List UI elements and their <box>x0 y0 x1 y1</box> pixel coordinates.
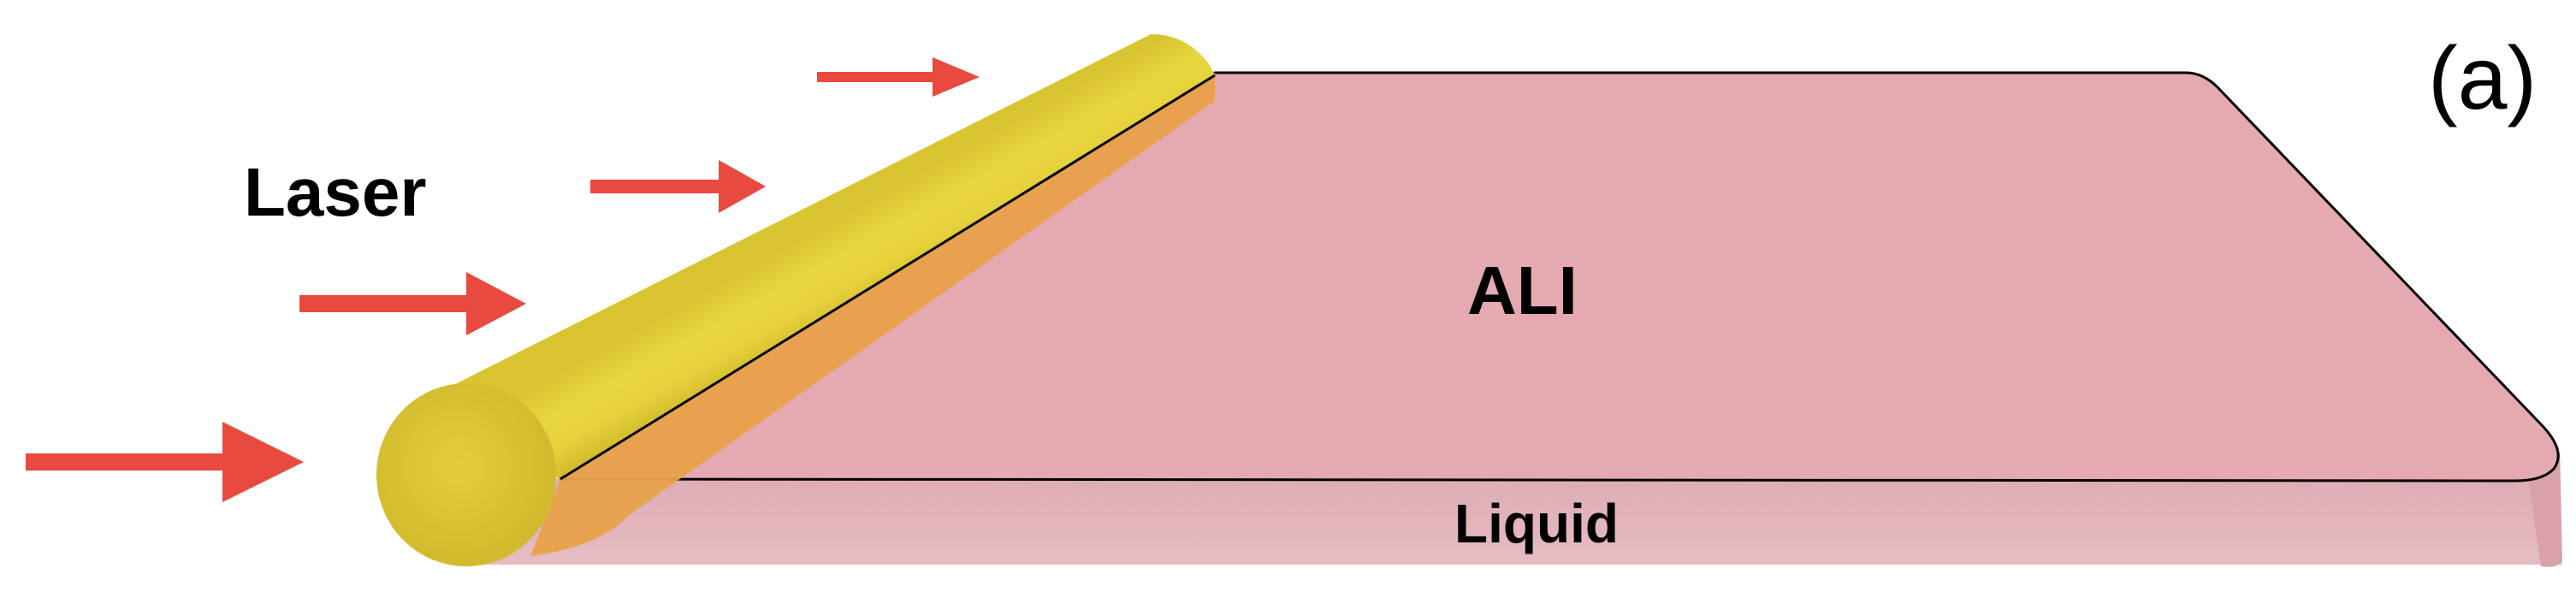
fiber-contact-line <box>560 74 1216 481</box>
fiber-end-cap <box>376 383 556 566</box>
liquid-label: Liquid <box>1454 493 1619 554</box>
laser-arrow-3 <box>590 160 766 213</box>
ali-label: ALI <box>1467 252 1578 329</box>
panel-label: (a) <box>2428 29 2538 128</box>
laser-arrow-4 <box>817 57 980 97</box>
laser-label: Laser <box>244 154 427 230</box>
fiber-body <box>453 33 1215 481</box>
liquid-side-face <box>479 479 2562 565</box>
liquid-side-right-edge <box>2528 445 2562 567</box>
laser-arrow-1 <box>26 422 304 502</box>
laser-arrow-2 <box>299 272 526 335</box>
fiber-shadow <box>530 73 1215 556</box>
